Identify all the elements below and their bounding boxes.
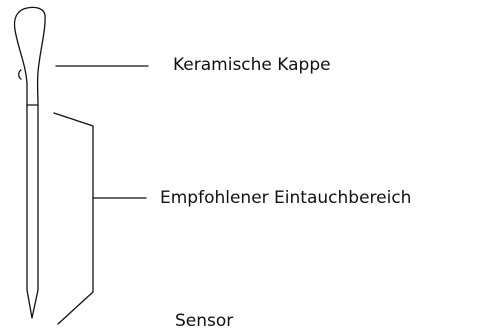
sensor-label: Sensor (175, 311, 234, 331)
probe-cap-notch (18, 69, 22, 80)
ceramic-cap-label: Keramische Kappe (173, 55, 331, 75)
probe-shaft-outline (26, 104, 39, 319)
immersion-zone-label: Empfohlener Eintauchbereich (160, 188, 412, 208)
leader-lines (53, 65, 149, 325)
immersion-zone-bracket (53, 112, 94, 325)
probe-cap-outline (13, 6, 46, 106)
thermometer-probe (13, 6, 46, 319)
